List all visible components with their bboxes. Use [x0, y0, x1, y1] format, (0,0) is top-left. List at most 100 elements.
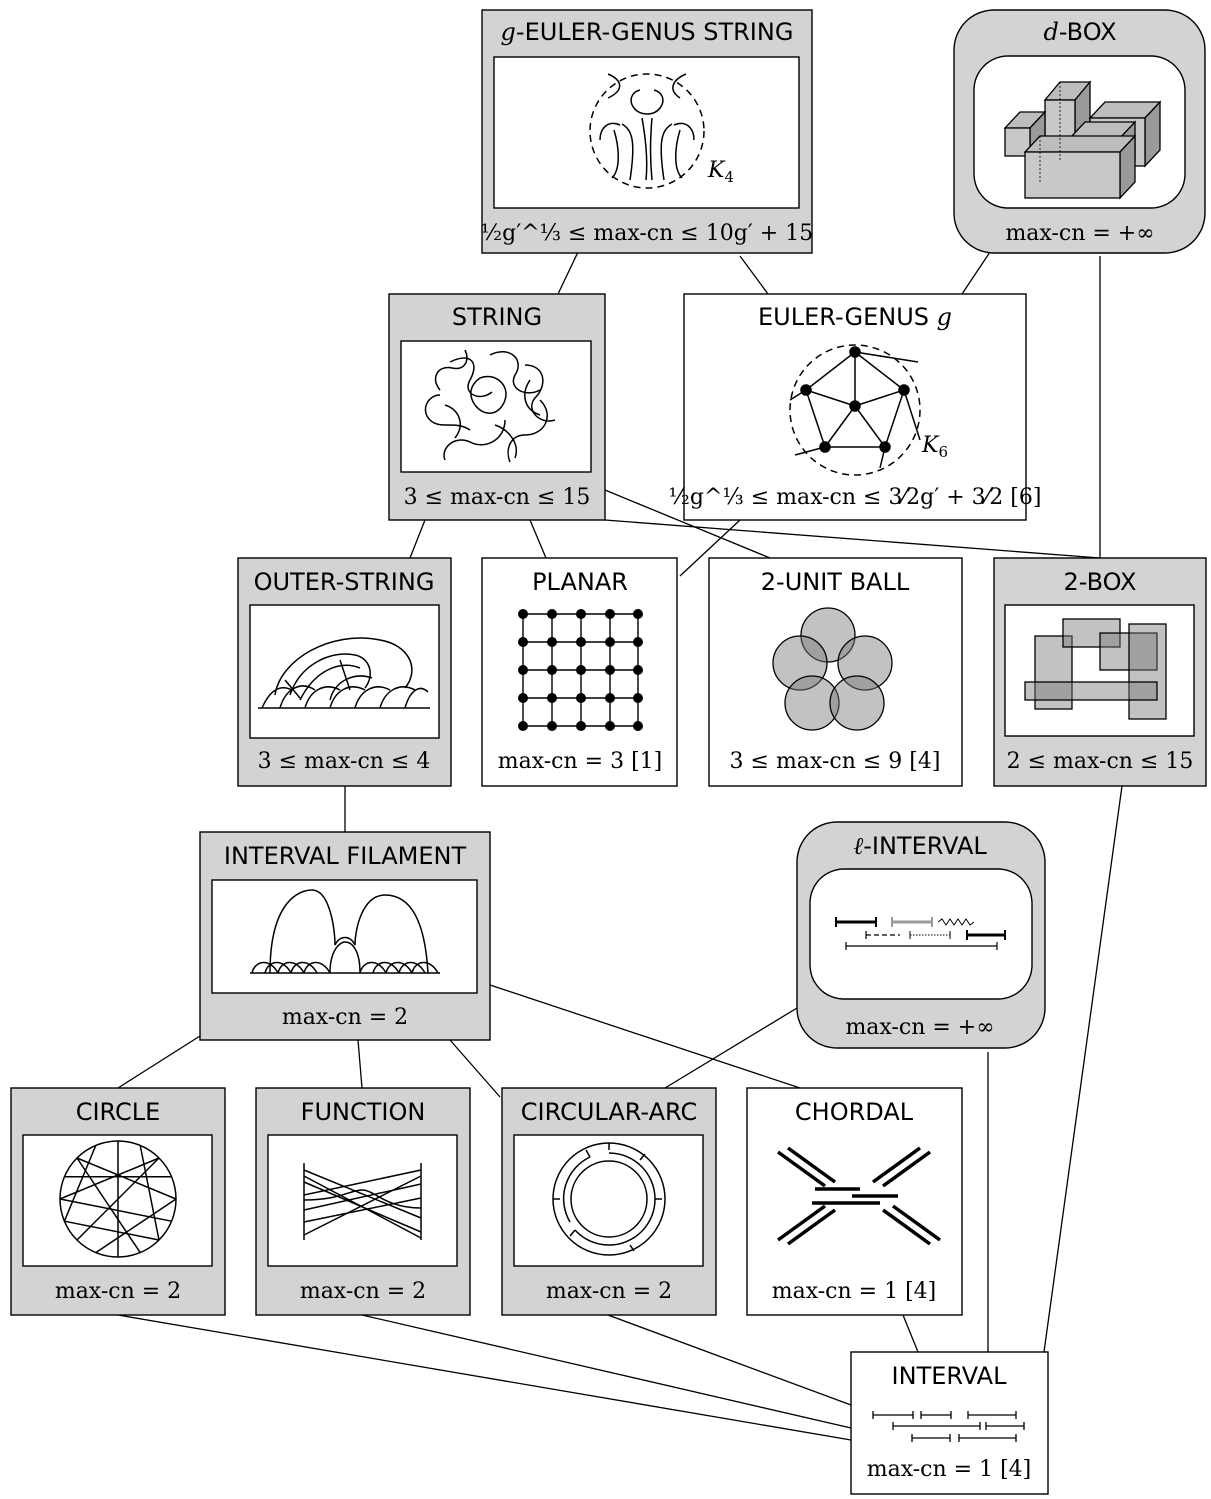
- node-function: FUNCTION max-cn = 2: [255, 1087, 471, 1316]
- edge-string-to-2-unit-ball: [604, 489, 771, 559]
- node-planar: PLANAR max-cn = 3 [1]: [481, 557, 678, 787]
- edge-interval-filament-to-circular-arc: [449, 1039, 501, 1098]
- edge-string-to-planar: [529, 519, 547, 559]
- chord: [64, 1220, 160, 1241]
- node-bound: 3 ≤ max-cn ≤ 15: [404, 485, 591, 510]
- edge-circle-to-interval: [117, 1314, 852, 1441]
- outer-string-figure: [258, 637, 430, 709]
- edge-interval-filament-to-chordal: [489, 984, 801, 1089]
- node-l-interval: ℓ-INTERVAL max-cn = +∞: [796, 821, 1046, 1049]
- chord: [76, 1157, 177, 1200]
- chord: [95, 1198, 177, 1254]
- node-bound: max-cn = 1 [4]: [867, 1457, 1032, 1482]
- node-bound: ½g^⅓ ≤ max-cn ≤ 3⁄2g′ + 3⁄2 [6]: [669, 485, 1042, 510]
- edge-euler-genus-to-planar: [679, 519, 741, 577]
- node-bound: max-cn = 2: [546, 1279, 672, 1304]
- node-title: PLANAR: [532, 568, 628, 596]
- grid-vertex: [633, 721, 643, 731]
- chord: [139, 1145, 160, 1241]
- 3d-boxes-figure: [1003, 80, 1162, 200]
- circle-chords-figure: [59, 1140, 177, 1258]
- node-outer-string: OUTER-STRING 3 ≤ max-cn ≤ 4: [237, 557, 452, 787]
- grid-vertex: [605, 637, 615, 647]
- grid-vertex: [605, 693, 615, 703]
- grid-vertex: [518, 665, 528, 675]
- node-title: ℓ-INTERVAL: [853, 832, 987, 860]
- planar-grid-figure: [518, 609, 643, 731]
- k6-label: K6: [921, 433, 948, 461]
- edge-string-to-outer-string: [409, 519, 426, 559]
- grid-vertex: [576, 637, 586, 647]
- node-circle: CIRCLE max-cn = 2: [10, 1087, 226, 1316]
- grid-vertex: [518, 721, 528, 731]
- edge-geg-string-to-euler-genus: [739, 255, 769, 295]
- interval-filament-figure: [250, 889, 440, 974]
- edge-circular-arc-to-interval: [607, 1314, 852, 1406]
- edge-string-to-2box: [604, 519, 1101, 559]
- grid-vertex: [605, 665, 615, 675]
- unit-balls-figure: [772, 607, 893, 731]
- node-d-box: d-BOX max-cn = +∞: [953, 9, 1206, 254]
- node-title: 2-BOX: [1064, 568, 1137, 596]
- node-title: d-BOX: [1043, 18, 1116, 46]
- grid-vertex: [547, 637, 557, 647]
- node-bound: max-cn = 3 [1]: [498, 749, 663, 774]
- node-2-unit-ball: 2-UNIT BALL 3 ≤ max-cn ≤ 9 [4]: [708, 557, 963, 787]
- grid-vertex: [547, 609, 557, 619]
- string-curves-figure: [424, 349, 556, 463]
- node-bound: 3 ≤ max-cn ≤ 9 [4]: [730, 749, 941, 774]
- chord: [76, 1157, 141, 1254]
- node-interval-filament: INTERVAL FILAMENT max-cn = 2: [199, 831, 491, 1041]
- node-title: INTERVAL FILAMENT: [224, 842, 467, 870]
- grid-vertex: [605, 609, 615, 619]
- node-g-euler-genus-string: g-EULER-GENUS STRING K4 ½g′^⅓ ≤ max-cn ≤…: [481, 9, 813, 254]
- node-bound: 2 ≤ max-cn ≤ 15: [1007, 749, 1194, 774]
- node-title: 2-UNIT BALL: [761, 568, 910, 596]
- hierarchy-edges: [117, 251, 1123, 1441]
- intervals-figure: [872, 1411, 1025, 1442]
- grid-vertex: [633, 693, 643, 703]
- node-title: CHORDAL: [795, 1098, 914, 1126]
- edge-function-to-interval: [361, 1314, 852, 1429]
- grid-vertex: [605, 721, 615, 731]
- node-title: g-EULER-GENUS STRING: [501, 18, 794, 46]
- node-bound: max-cn = 2: [55, 1279, 181, 1304]
- k4-label: K4: [707, 158, 734, 186]
- node-bound: ½g′^⅓ ≤ max-cn ≤ 10g′ + 15: [481, 221, 813, 246]
- function-curves-figure: [303, 1163, 422, 1240]
- edge-dbox-to-euler-genus: [961, 251, 991, 295]
- grid-vertex: [576, 721, 586, 731]
- chord: [63, 1145, 97, 1222]
- grid-vertex: [576, 665, 586, 675]
- grid-vertex: [576, 609, 586, 619]
- k6-triangulation-figure: [789, 344, 921, 476]
- node-interval: INTERVAL max-cn = 1 [4]: [850, 1351, 1049, 1495]
- node-2-box: 2-BOX 2 ≤ max-cn ≤ 15: [993, 557, 1207, 787]
- node-bound: max-cn = +∞: [1005, 221, 1154, 246]
- node-circular-arc: CIRCULAR-ARC max-cn = 2: [501, 1087, 717, 1316]
- edge-l-interval-to-circular-arc: [664, 1007, 798, 1089]
- edge-2box-to-interval: [1043, 785, 1123, 1353]
- node-title: EULER-GENUS g: [758, 303, 952, 331]
- edge-chordal-to-interval: [902, 1314, 919, 1353]
- rectangles-figure: [1024, 618, 1167, 720]
- edge-interval-filament-to-function: [357, 1039, 363, 1089]
- grid-vertex: [547, 665, 557, 675]
- node-bound: max-cn = 2: [300, 1279, 426, 1304]
- node-bound: max-cn = 2: [282, 1005, 408, 1030]
- node-chordal: CHORDAL max-cn = 1 [4]: [746, 1087, 963, 1316]
- node-euler-genus: EULER-GENUS g K6 ½g^⅓ ≤ max-: [669, 293, 1042, 521]
- chord: [59, 1198, 172, 1222]
- k4-string-figure: [589, 73, 705, 189]
- node-string: STRING 3 ≤ max-cn ≤ 15: [388, 293, 606, 521]
- grid-vertex: [633, 609, 643, 619]
- grid-vertex: [576, 693, 586, 703]
- node-title: FUNCTION: [301, 1098, 426, 1126]
- chordal-tree-figure: [776, 1146, 942, 1246]
- grid-vertex: [518, 637, 528, 647]
- node-title: CIRCULAR-ARC: [521, 1098, 697, 1126]
- node-bound: max-cn = +∞: [845, 1015, 994, 1040]
- chord: [59, 1157, 160, 1200]
- grid-vertex: [518, 693, 528, 703]
